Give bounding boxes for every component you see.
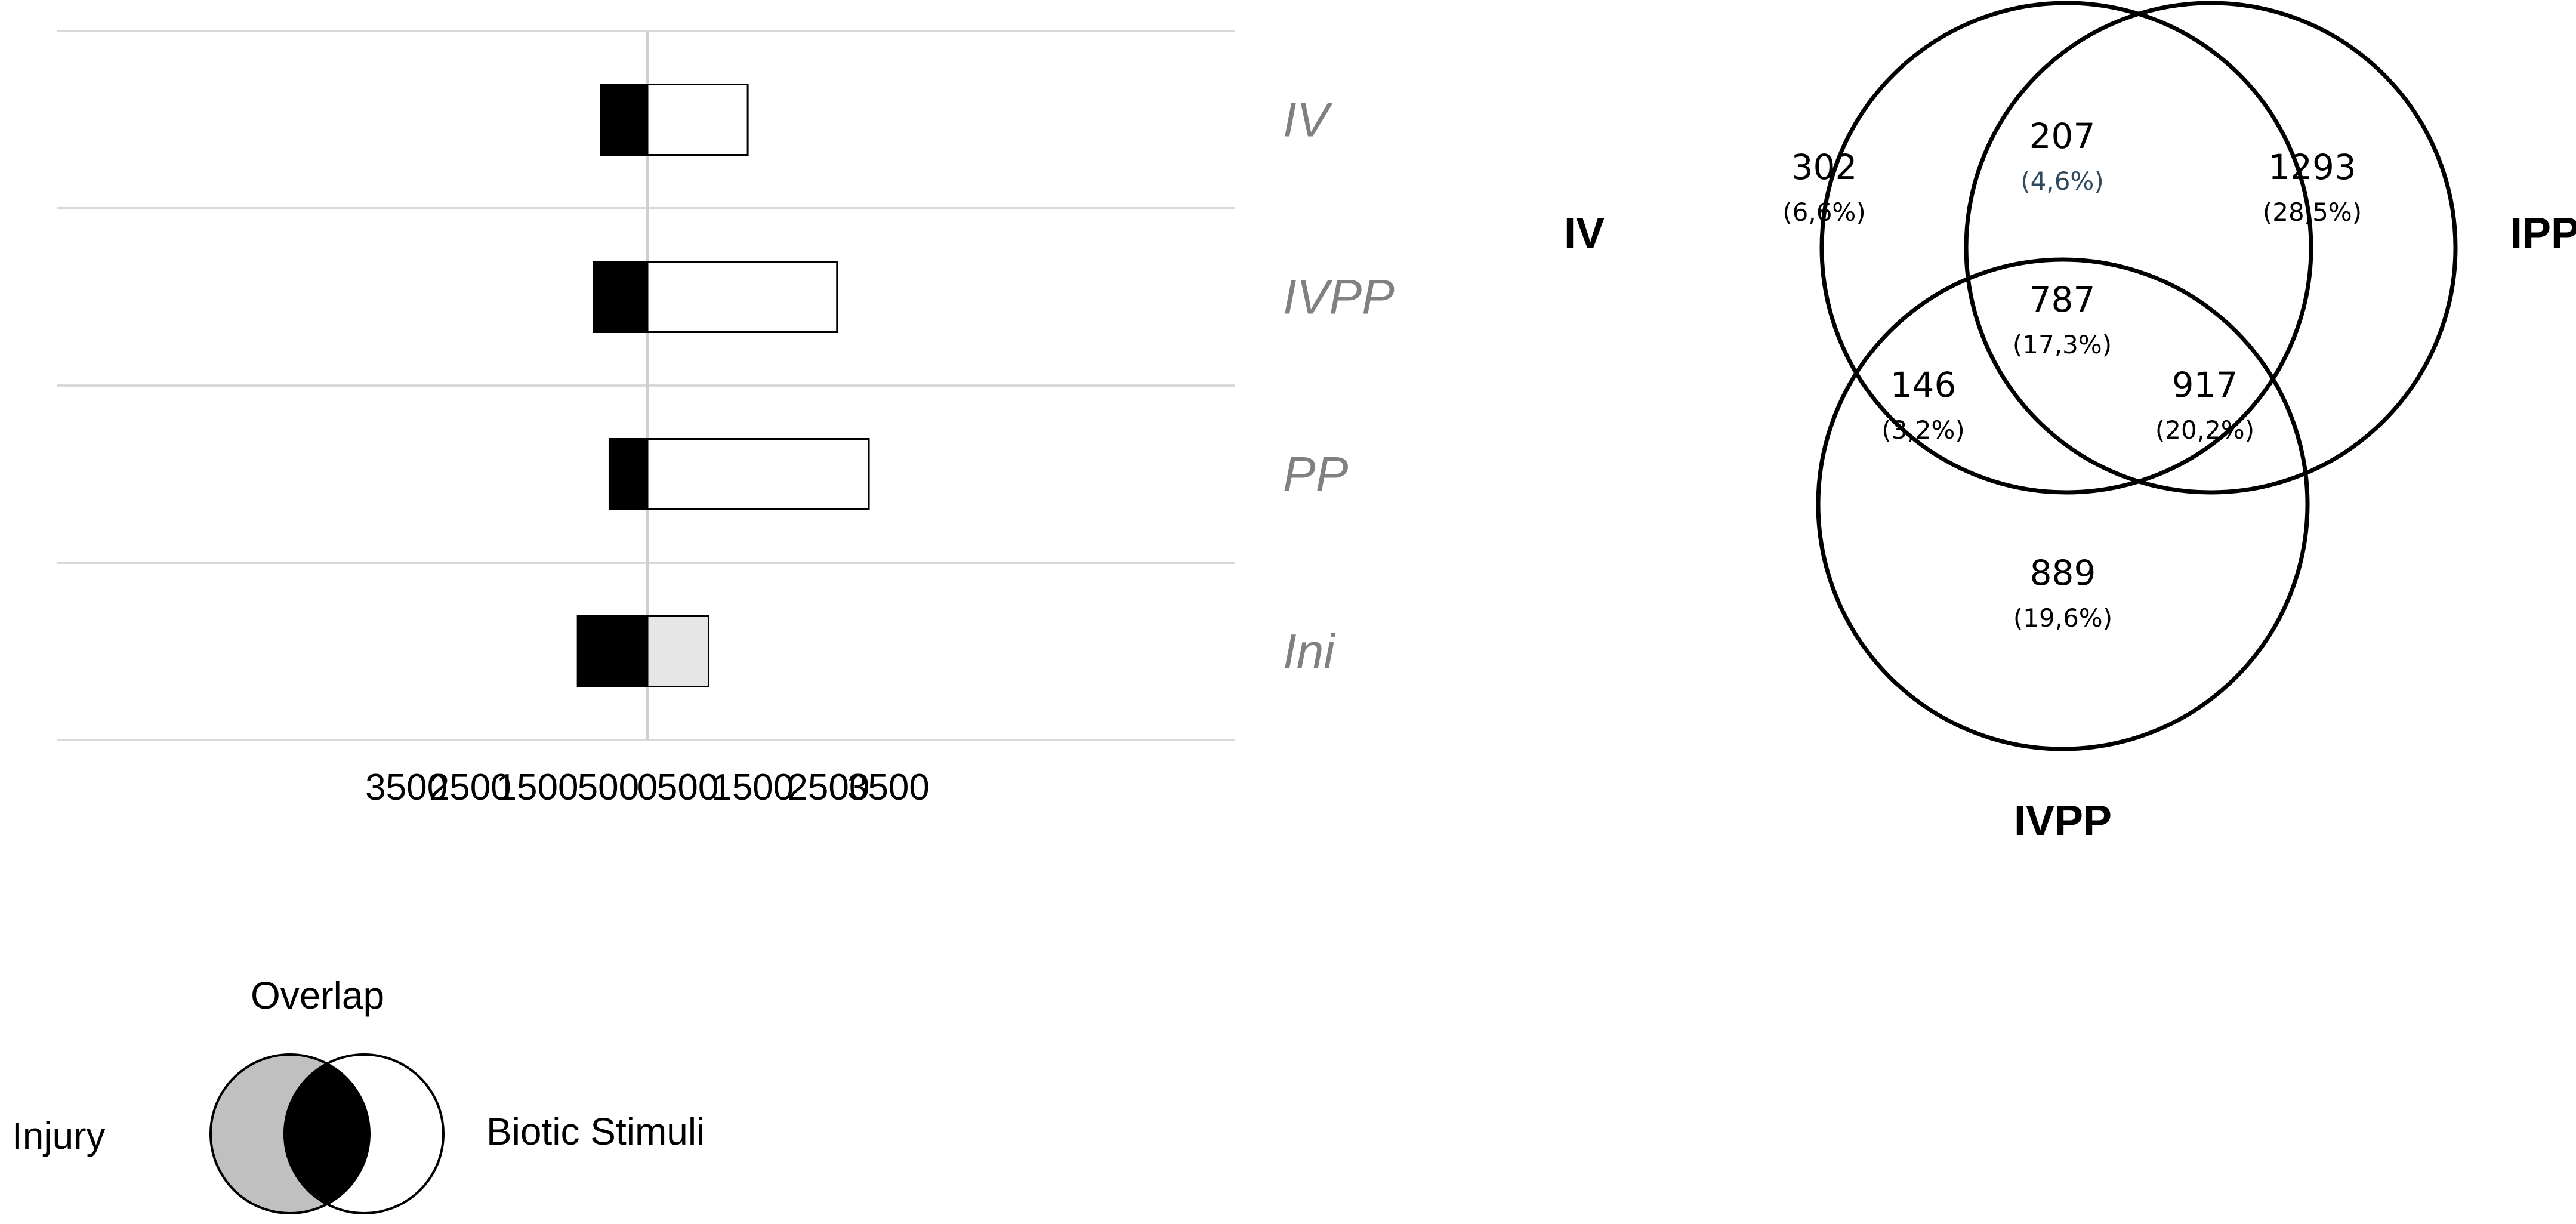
category-label-pp: PP [1283,448,1349,502]
category-label-ini: Ini [1283,625,1336,679]
bar-biotic-ivpp [646,261,838,333]
venn-set-label-iv: IV [1564,209,1605,257]
venn-circle-ivpp [1816,257,2310,751]
venn-set-label-ivpp: IVPP [2014,797,2112,845]
venn-percent-iv-ipp-ivpp: (17,3%) [2013,330,2112,359]
bar-biotic-ini [646,615,709,687]
venn-count-ipp: 1293 [2268,147,2356,187]
x-tick-label: 2500 [787,767,869,808]
venn-set-label-ipp: IPP [2510,209,2576,257]
x-tick-label: 2500 [429,767,511,808]
bar-injury-pp [608,438,649,510]
category-label-ivpp: IVPP [1283,270,1395,325]
bar-injury-iv [600,84,649,156]
bar-injury-ini [576,615,649,687]
venn-count-iv-ivpp: 146 [1890,365,1957,405]
legend: Overlap Injury Biotic Stimuli [12,974,705,1214]
venn-circle-iv [1819,1,2313,495]
legend-label-injury: Injury [12,1114,106,1157]
legend-overlap-lens [283,1062,371,1205]
legend-label-biotic-stimuli: Biotic Stimuli [486,1110,705,1153]
venn-percent-ipp-ivpp: (20,2%) [2155,415,2254,445]
bar-injury-ivpp [593,261,649,333]
venn-count-ipp-ivpp: 917 [2172,365,2238,405]
bar-biotic-pp [646,438,870,510]
venn-count-iv: 302 [1791,147,1858,187]
venn-percent-ipp: (28,5%) [2263,198,2362,227]
venn-diagram: IV IPP IVPP 302 (6,6%) 207 (4,6%) 1293 (28,5%… [1564,1,2576,845]
x-tick-label: 3500 [365,767,448,808]
x-tick-label: 0 [637,767,658,808]
legend-overlap-venn-icon [209,1053,445,1214]
venn-percent-iv-ipp: (4,6%) [2020,167,2103,196]
legend-title: Overlap [251,974,384,1017]
x-tick-label: 500 [657,767,718,808]
venn-count-iv-ipp: 207 [2029,116,2096,156]
category-label-iv: IV [1283,93,1334,147]
bar-biotic-iv [646,84,749,156]
x-tick-label: 1500 [496,767,579,808]
venn-count-ivpp: 889 [2030,553,2096,593]
x-tick-label: 500 [578,767,639,808]
venn-count-iv-ipp-ivpp: 787 [2029,279,2096,320]
venn-percent-ivpp: (19,6%) [2013,603,2112,633]
x-tick-label: 3500 [847,767,930,808]
venn-region-labels: 302 (6,6%) 207 (4,6%) 1293 (28,5%) 787 (17,3%) 1… [1782,116,2362,633]
bar-marks [576,84,870,687]
venn-percent-iv-ivpp: (3,2%) [1881,415,1964,445]
venn-percent-iv: (6,6%) [1782,198,1865,227]
venn-circle-ipp [1964,1,2458,495]
chart-gridlines [57,30,1235,741]
category-labels: IV IVPP PP Ini [1283,93,1395,679]
x-tick-label: 1500 [711,767,794,808]
